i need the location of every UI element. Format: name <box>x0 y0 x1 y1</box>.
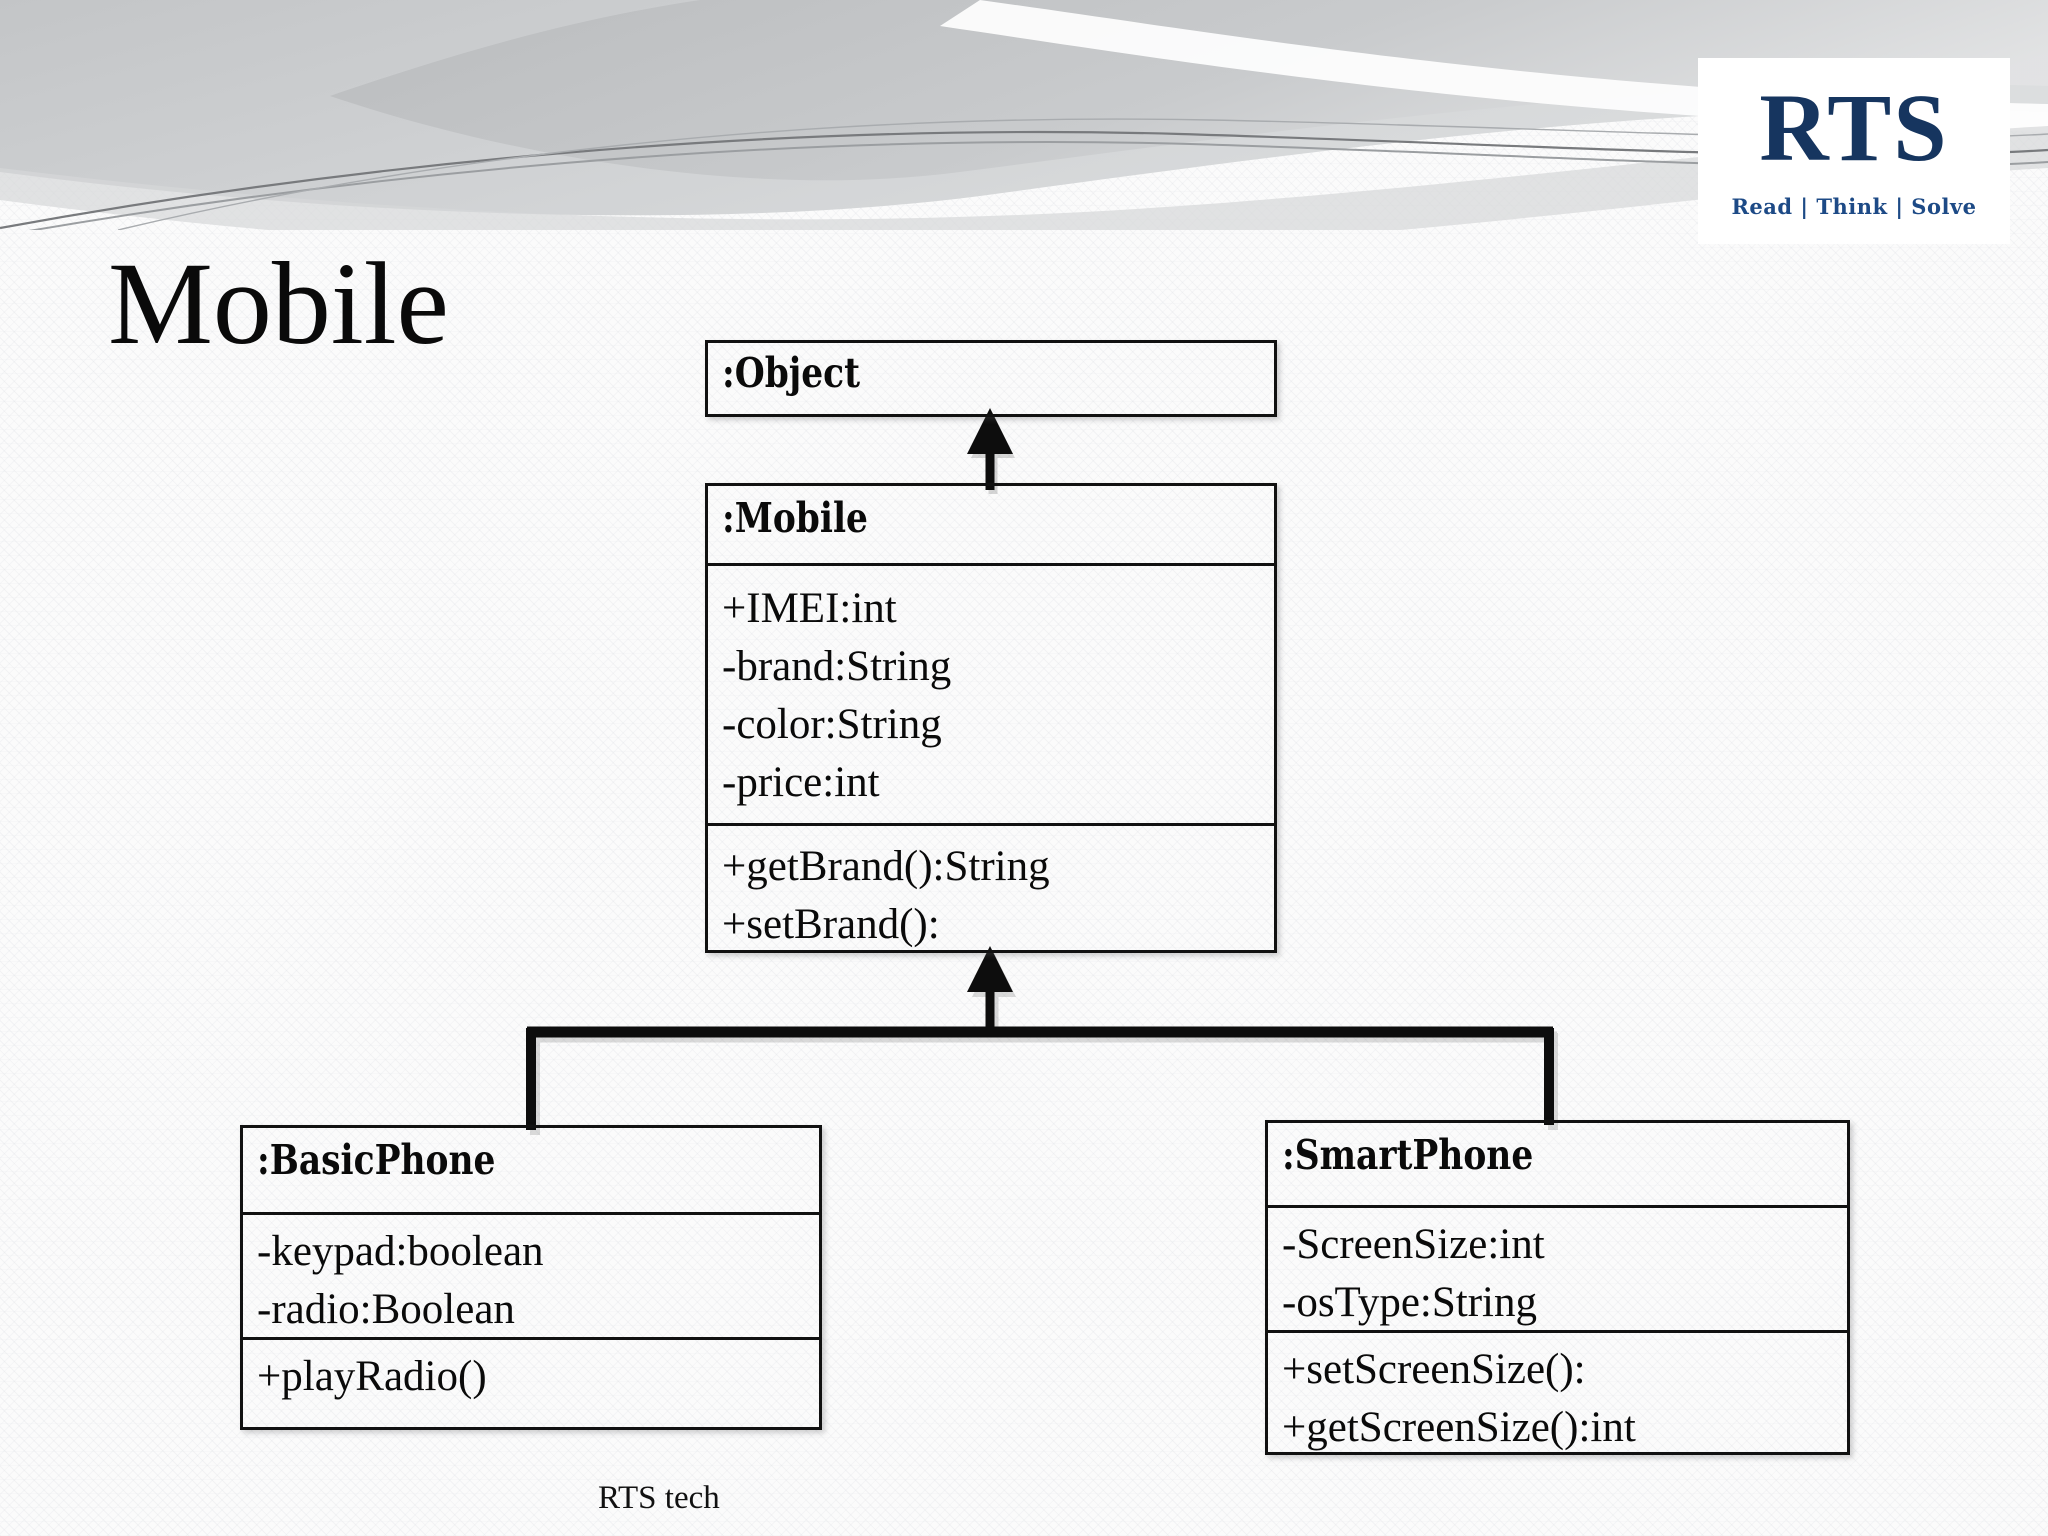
class-attributes-compartment: +IMEI:int -brand:String -color:String -p… <box>708 563 1274 823</box>
class-name-label: :Object <box>722 349 861 397</box>
class-name-label: :BasicPhone <box>257 1136 496 1184</box>
attribute-row: -color:String <box>722 701 942 748</box>
class-name-compartment: :Object <box>708 343 1274 414</box>
attribute-row: -ScreenSize:int <box>1282 1221 1545 1268</box>
generalization-subclasses-to-mobile <box>526 946 1558 1135</box>
class-attributes-compartment: -keypad:boolean -radio:Boolean <box>243 1212 819 1337</box>
footer-note: RTS tech <box>598 1480 720 1516</box>
uml-class-mobile[interactable]: :Mobile +IMEI:int -brand:String -color:S… <box>705 483 1277 953</box>
attribute-row: -price:int <box>722 759 880 806</box>
class-methods-compartment: +setScreenSize(): +getScreenSize():int <box>1268 1330 1847 1452</box>
class-name-compartment: :BasicPhone <box>243 1128 819 1212</box>
class-methods-compartment: +playRadio() <box>243 1337 819 1427</box>
attribute-row: -radio:Boolean <box>257 1286 515 1333</box>
method-row: +playRadio() <box>257 1353 487 1400</box>
class-name-compartment: :SmartPhone <box>1268 1123 1847 1205</box>
uml-class-smartphone[interactable]: :SmartPhone -ScreenSize:int -osType:Stri… <box>1265 1120 1850 1455</box>
uml-class-basicphone[interactable]: :BasicPhone -keypad:boolean -radio:Boole… <box>240 1125 822 1430</box>
attribute-row: -brand:String <box>722 643 952 690</box>
class-methods-compartment: +getBrand():String +setBrand(): <box>708 823 1274 953</box>
class-name-label: :Mobile <box>722 494 868 542</box>
attribute-row: -osType:String <box>1282 1279 1537 1326</box>
method-row: +getScreenSize():int <box>1282 1404 1636 1451</box>
rts-logo: RTS Read | Think | Solve <box>1698 58 2010 244</box>
page-title: Mobile <box>108 238 449 369</box>
method-row: +setScreenSize(): <box>1282 1346 1586 1393</box>
method-row: +setBrand(): <box>722 901 940 948</box>
class-attributes-compartment: -ScreenSize:int -osType:String <box>1268 1205 1847 1330</box>
logo-wordmark: RTS <box>1759 74 1949 181</box>
attribute-row: +IMEI:int <box>722 585 897 632</box>
logo-tagline: Read | Think | Solve <box>1731 194 1977 219</box>
class-name-compartment: :Mobile <box>708 486 1274 563</box>
class-name-label: :SmartPhone <box>1282 1131 1534 1179</box>
method-row: +getBrand():String <box>722 843 1050 890</box>
uml-class-object[interactable]: :Object <box>705 340 1277 417</box>
attribute-row: -keypad:boolean <box>257 1228 544 1275</box>
